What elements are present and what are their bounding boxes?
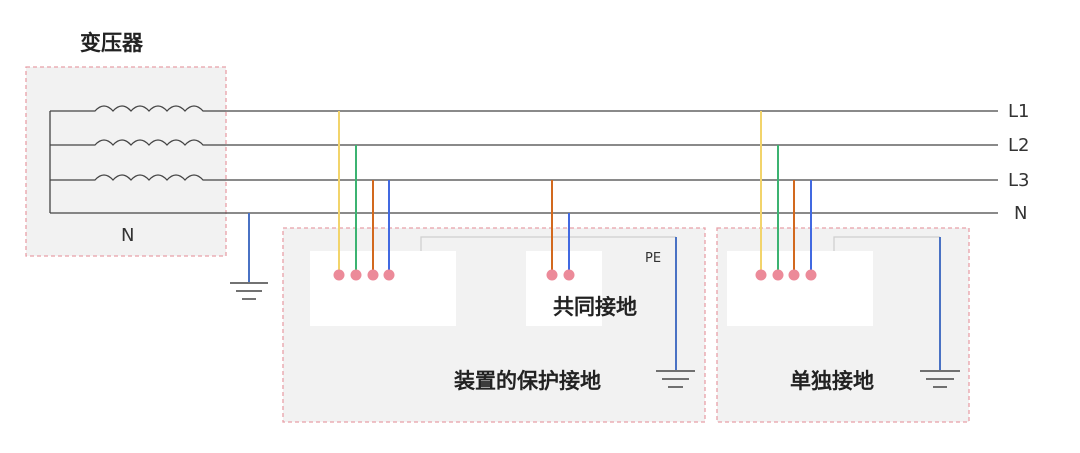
ground-symbol-icon bbox=[230, 282, 268, 300]
transformer-box bbox=[25, 66, 227, 257]
terminal bbox=[383, 269, 395, 281]
transformer-neutral-label: N bbox=[121, 225, 134, 246]
transformer-windings bbox=[49, 105, 226, 213]
pe-label: PE bbox=[645, 251, 661, 266]
common-ground-label: 共同接地 bbox=[553, 295, 637, 319]
terminals bbox=[333, 269, 817, 281]
separate-panel bbox=[716, 227, 970, 423]
line-label-l3: L3 bbox=[1008, 170, 1029, 191]
separate-device-box bbox=[727, 251, 873, 326]
separate-ground-label: 单独接地 bbox=[790, 369, 874, 393]
device-1-taps bbox=[338, 111, 390, 274]
terminal bbox=[805, 269, 817, 281]
terminal bbox=[772, 269, 784, 281]
terminal bbox=[563, 269, 575, 281]
device-box-2 bbox=[526, 251, 602, 326]
device-box-1 bbox=[310, 251, 456, 326]
device-panel bbox=[282, 227, 706, 423]
terminal bbox=[788, 269, 800, 281]
ground-symbol-icon bbox=[656, 370, 695, 388]
terminal bbox=[333, 269, 345, 281]
terminal bbox=[546, 269, 558, 281]
pe-branch bbox=[420, 236, 676, 251]
bus-lines bbox=[50, 110, 998, 214]
line-label-l1: L1 bbox=[1008, 101, 1029, 122]
device-protective-ground-label: 装置的保护接地 bbox=[454, 369, 601, 393]
terminal bbox=[367, 269, 379, 281]
separate-device-taps bbox=[760, 111, 812, 274]
terminal bbox=[350, 269, 362, 281]
separate-pe-branch bbox=[833, 236, 940, 251]
line-label-n: N bbox=[1014, 203, 1027, 224]
terminal bbox=[755, 269, 767, 281]
transformer: 变压器 N bbox=[25, 31, 227, 257]
line-label-l2: L2 bbox=[1008, 135, 1029, 156]
ground-symbol-icon bbox=[920, 370, 960, 388]
device-2-taps bbox=[551, 180, 570, 274]
transformer-title: 变压器 bbox=[80, 31, 144, 55]
